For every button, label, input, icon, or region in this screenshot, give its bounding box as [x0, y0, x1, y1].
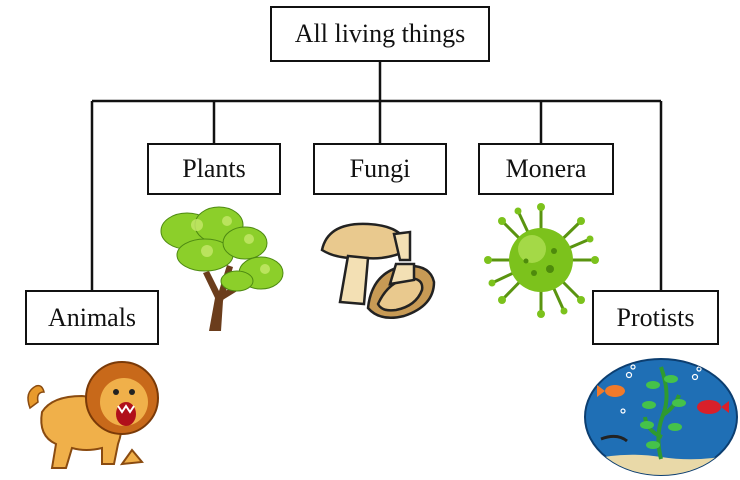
fungi-node: Fungi	[313, 143, 447, 195]
lion-icon	[22, 352, 162, 474]
monera-node: Monera	[478, 143, 614, 195]
mushroom-icon	[318, 216, 438, 326]
animals-node: Animals	[25, 290, 159, 345]
root-node: All living things	[270, 6, 490, 62]
plants-node: Plants	[147, 143, 281, 195]
protists-node: Protists	[592, 290, 719, 345]
tree-icon	[157, 203, 287, 333]
bacteria-icon	[484, 203, 599, 318]
aquarium-icon	[583, 355, 739, 477]
